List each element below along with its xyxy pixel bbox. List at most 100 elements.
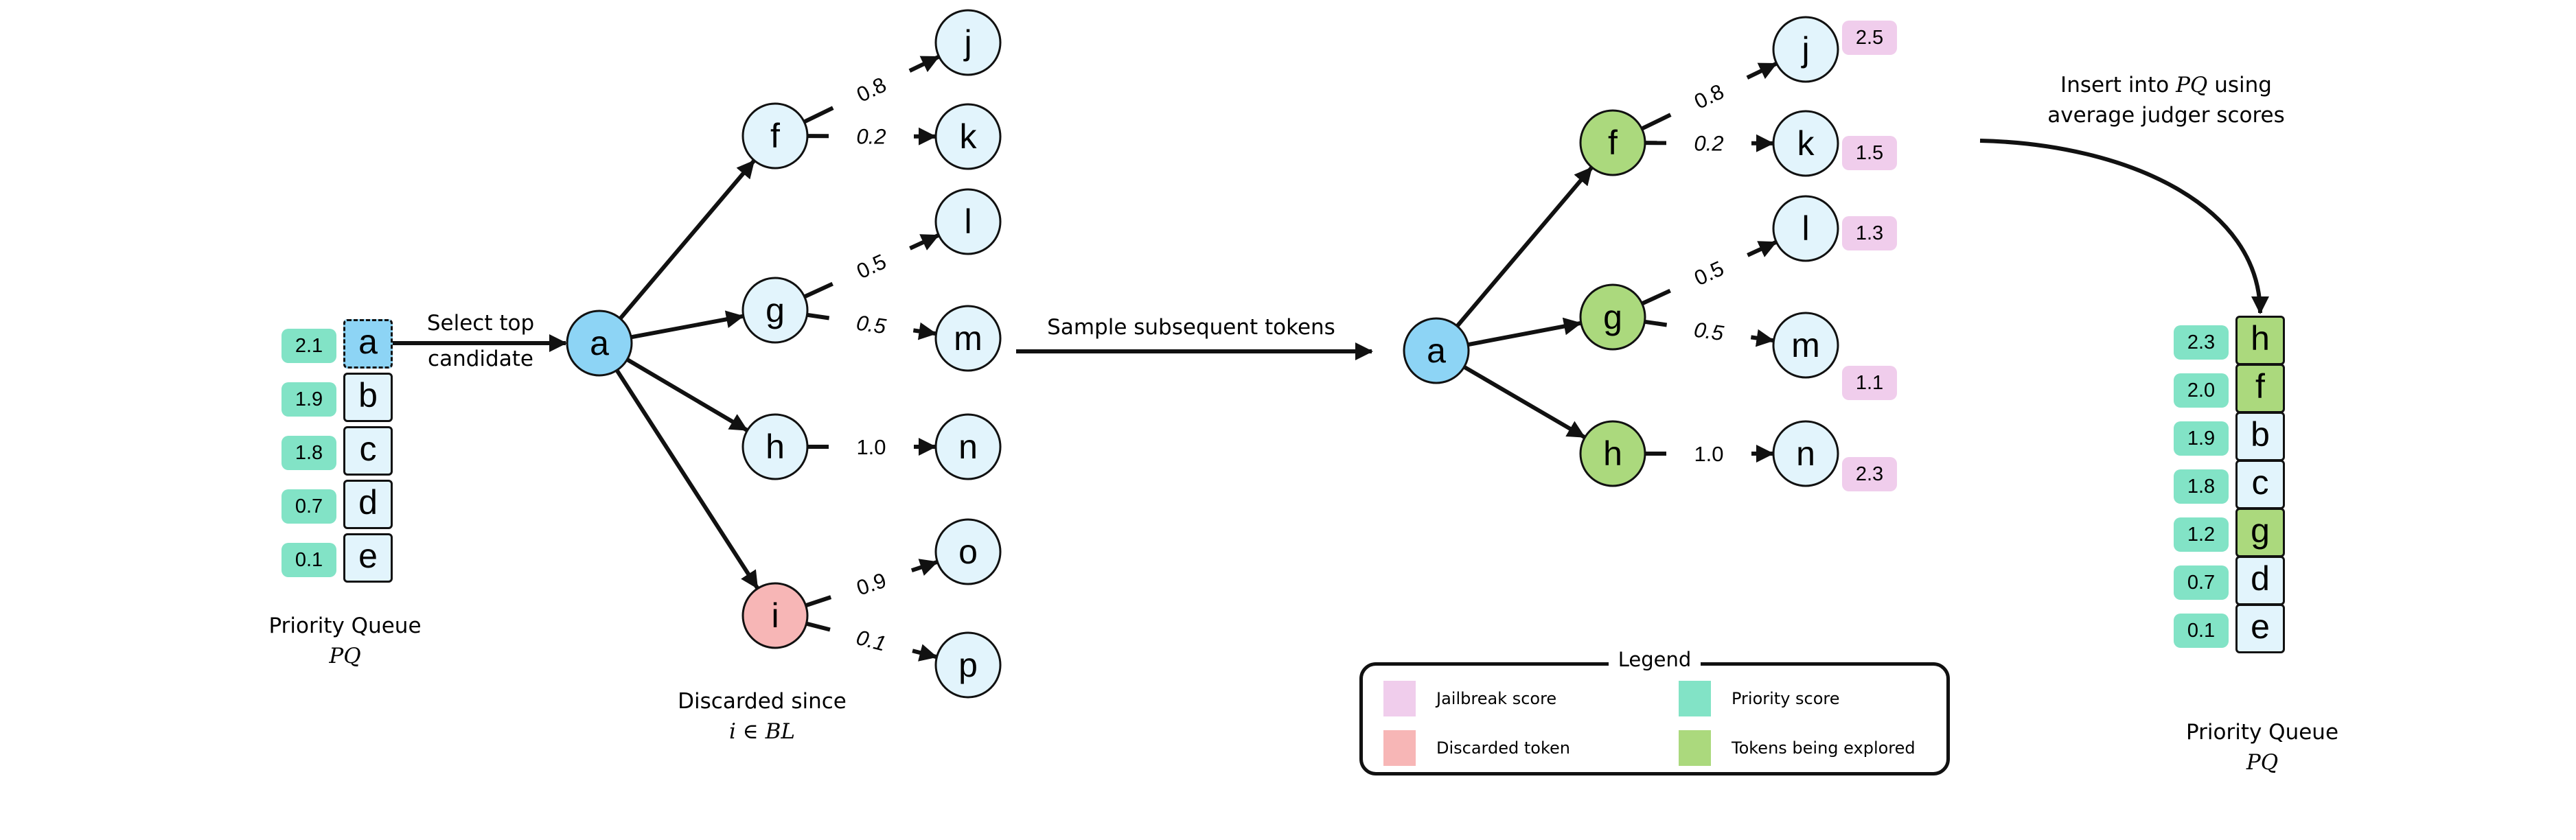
tree1-node-f-label: f <box>770 117 780 155</box>
right-queue-priority-score: 1.2 <box>2174 517 2229 552</box>
tree2-node-h-circle <box>1579 420 1646 487</box>
tree1-node-p-label: p <box>958 646 978 684</box>
discard-note-line2: i ∈ BL <box>729 719 795 744</box>
left-queue-priority-score: 1.8 <box>281 436 336 470</box>
insert-step-line2: average judger scores <box>2047 103 2285 128</box>
tree1-node-l: l <box>934 188 1002 255</box>
right-queue-priority-score: 2.0 <box>2174 373 2229 408</box>
tree1-edge-i-p-tail <box>805 621 831 632</box>
tree1-node-g-label: g <box>766 291 785 329</box>
tree1-node-o: o <box>934 518 1002 585</box>
left-queue-token-c: c <box>343 426 393 476</box>
tree1-edge-g-l-probability: 0.5 <box>853 249 890 283</box>
tree2-node-j-label: j <box>1800 30 1809 69</box>
tree1-node-g-circle <box>741 277 809 344</box>
tree2-edge-f-j-probability: 0.8 <box>1690 80 1727 114</box>
tree1-node-l-circle <box>934 188 1002 255</box>
tree1-edge-a-f <box>619 159 756 320</box>
legend-item-discarded-token: Discarded token <box>1383 730 1570 766</box>
tree1-node-i-circle <box>741 582 809 649</box>
tree1-node-o-label: o <box>958 533 978 571</box>
tree2-node-m: m <box>1772 312 1839 379</box>
tree1-edge-g-l-head <box>909 233 940 250</box>
tree2-edge-g-m-probability: 0.5 <box>1692 317 1725 345</box>
tree2-edge-g-m-head <box>1750 329 1775 347</box>
legend-label: Priority score <box>1732 689 1840 708</box>
tree2-node-h-label: h <box>1603 434 1622 473</box>
legend-item-jailbreak-score: Jailbreak score <box>1383 681 1556 716</box>
discard-note: Discarded since i ∈ BL <box>659 686 865 747</box>
insert-arrow <box>1979 139 2269 314</box>
tree2-node-f-circle <box>1579 109 1646 176</box>
right-queue-priority-score: 1.9 <box>2174 421 2229 456</box>
tree1-node-a-label: a <box>590 324 609 362</box>
tree1-node-n-label: n <box>958 428 978 466</box>
right-queue-title: Priority Queue <box>2185 720 2339 745</box>
tree2-node-n-label: n <box>1796 434 1815 473</box>
tree1-edge-g-m-probability: 0.5 <box>855 310 888 338</box>
tree1-node-k: k <box>934 103 1002 170</box>
tree2-node-f-label: f <box>1608 124 1618 162</box>
tree1-node-j-label: j <box>963 23 971 62</box>
tree1-node-h-circle <box>741 413 809 480</box>
legend-label: Jailbreak score <box>1436 689 1557 708</box>
tree1-node-p-circle <box>934 631 1002 699</box>
tree2-edge-h-n-probability: 1.0 <box>1694 442 1723 466</box>
left-queue-caption: Priority Queue PQ <box>227 611 463 671</box>
tree2-edge-a-f <box>1456 166 1594 328</box>
right-queue-caption: Priority Queue PQ <box>2149 717 2376 778</box>
tree1-node-n: n <box>934 413 1002 480</box>
tree2-edge-a-h <box>1463 365 1586 439</box>
tree2-node-h: h <box>1579 420 1646 487</box>
tree1-node-m: m <box>934 305 1002 372</box>
tree2-node-n-circle <box>1772 420 1839 487</box>
tree2-jailbreak-score-m: 1.1 <box>1842 366 1897 400</box>
legend-label: Discarded token <box>1436 738 1570 758</box>
tree2-node-g-label: g <box>1603 298 1622 336</box>
right-queue-token-e: e <box>2235 604 2285 653</box>
tree2-edge-g-l-tail <box>1641 288 1671 306</box>
tree2-jailbreak-score-j: 2.5 <box>1842 21 1897 55</box>
tree1-edge-g-m-head <box>912 322 937 340</box>
select-step-line1: Select top <box>426 311 535 336</box>
left-queue-token-b: b <box>343 373 393 422</box>
tree2-jailbreak-score-k: 1.5 <box>1842 136 1897 170</box>
tree1-edge-f-j-head <box>908 55 940 73</box>
tree2-node-m-circle <box>1772 312 1839 379</box>
tree1-edge-g-m-tail <box>807 312 830 320</box>
tree1-node-k-circle <box>934 103 1002 170</box>
tree2-edge-f-k-probability: 0.2 <box>1694 131 1723 155</box>
tree1-edge-f-j-probability: 0.8 <box>853 73 890 107</box>
tree1-node-l-label: l <box>964 202 971 241</box>
tree1-node-g: g <box>741 277 809 344</box>
insert-step-label: Insert into PQ using average judger scor… <box>2039 70 2293 130</box>
legend-title: Legend <box>1363 648 1946 671</box>
tree2-edge-g-l-head <box>1747 240 1778 257</box>
tree1-edge-a-h <box>625 358 748 432</box>
tree2-edge-f-j-tail <box>1640 113 1672 131</box>
tree1-node-i-label: i <box>771 596 779 635</box>
right-queue-token-g: g <box>2235 508 2285 557</box>
tree2-node-f: f <box>1579 109 1646 176</box>
discard-note-line1: Discarded since <box>678 689 847 714</box>
tree1-node-j: j <box>934 9 1002 76</box>
tree2-node-g-circle <box>1579 283 1646 351</box>
right-queue-priority-score: 1.8 <box>2174 469 2229 504</box>
tree1-node-h: h <box>741 413 809 480</box>
right-queue-symbol: PQ <box>2246 750 2279 775</box>
right-queue-token-b: b <box>2235 412 2285 461</box>
right-queue-priority-score: 2.3 <box>2174 325 2229 360</box>
tree1-node-a-circle <box>566 310 633 377</box>
tree2-node-g: g <box>1579 283 1646 351</box>
tree1-edge-f-k-probability: 0.2 <box>856 124 886 148</box>
tree2-node-k: k <box>1772 110 1839 177</box>
tree2-edge-f-j-head <box>1746 62 1778 80</box>
tree1-node-f: f <box>741 102 809 170</box>
tree1-edge-i-p-head <box>912 644 938 662</box>
left-queue-priority-score: 2.1 <box>281 329 336 363</box>
tree1-node-k-label: k <box>960 117 978 156</box>
tree1-node-n-circle <box>934 413 1002 480</box>
